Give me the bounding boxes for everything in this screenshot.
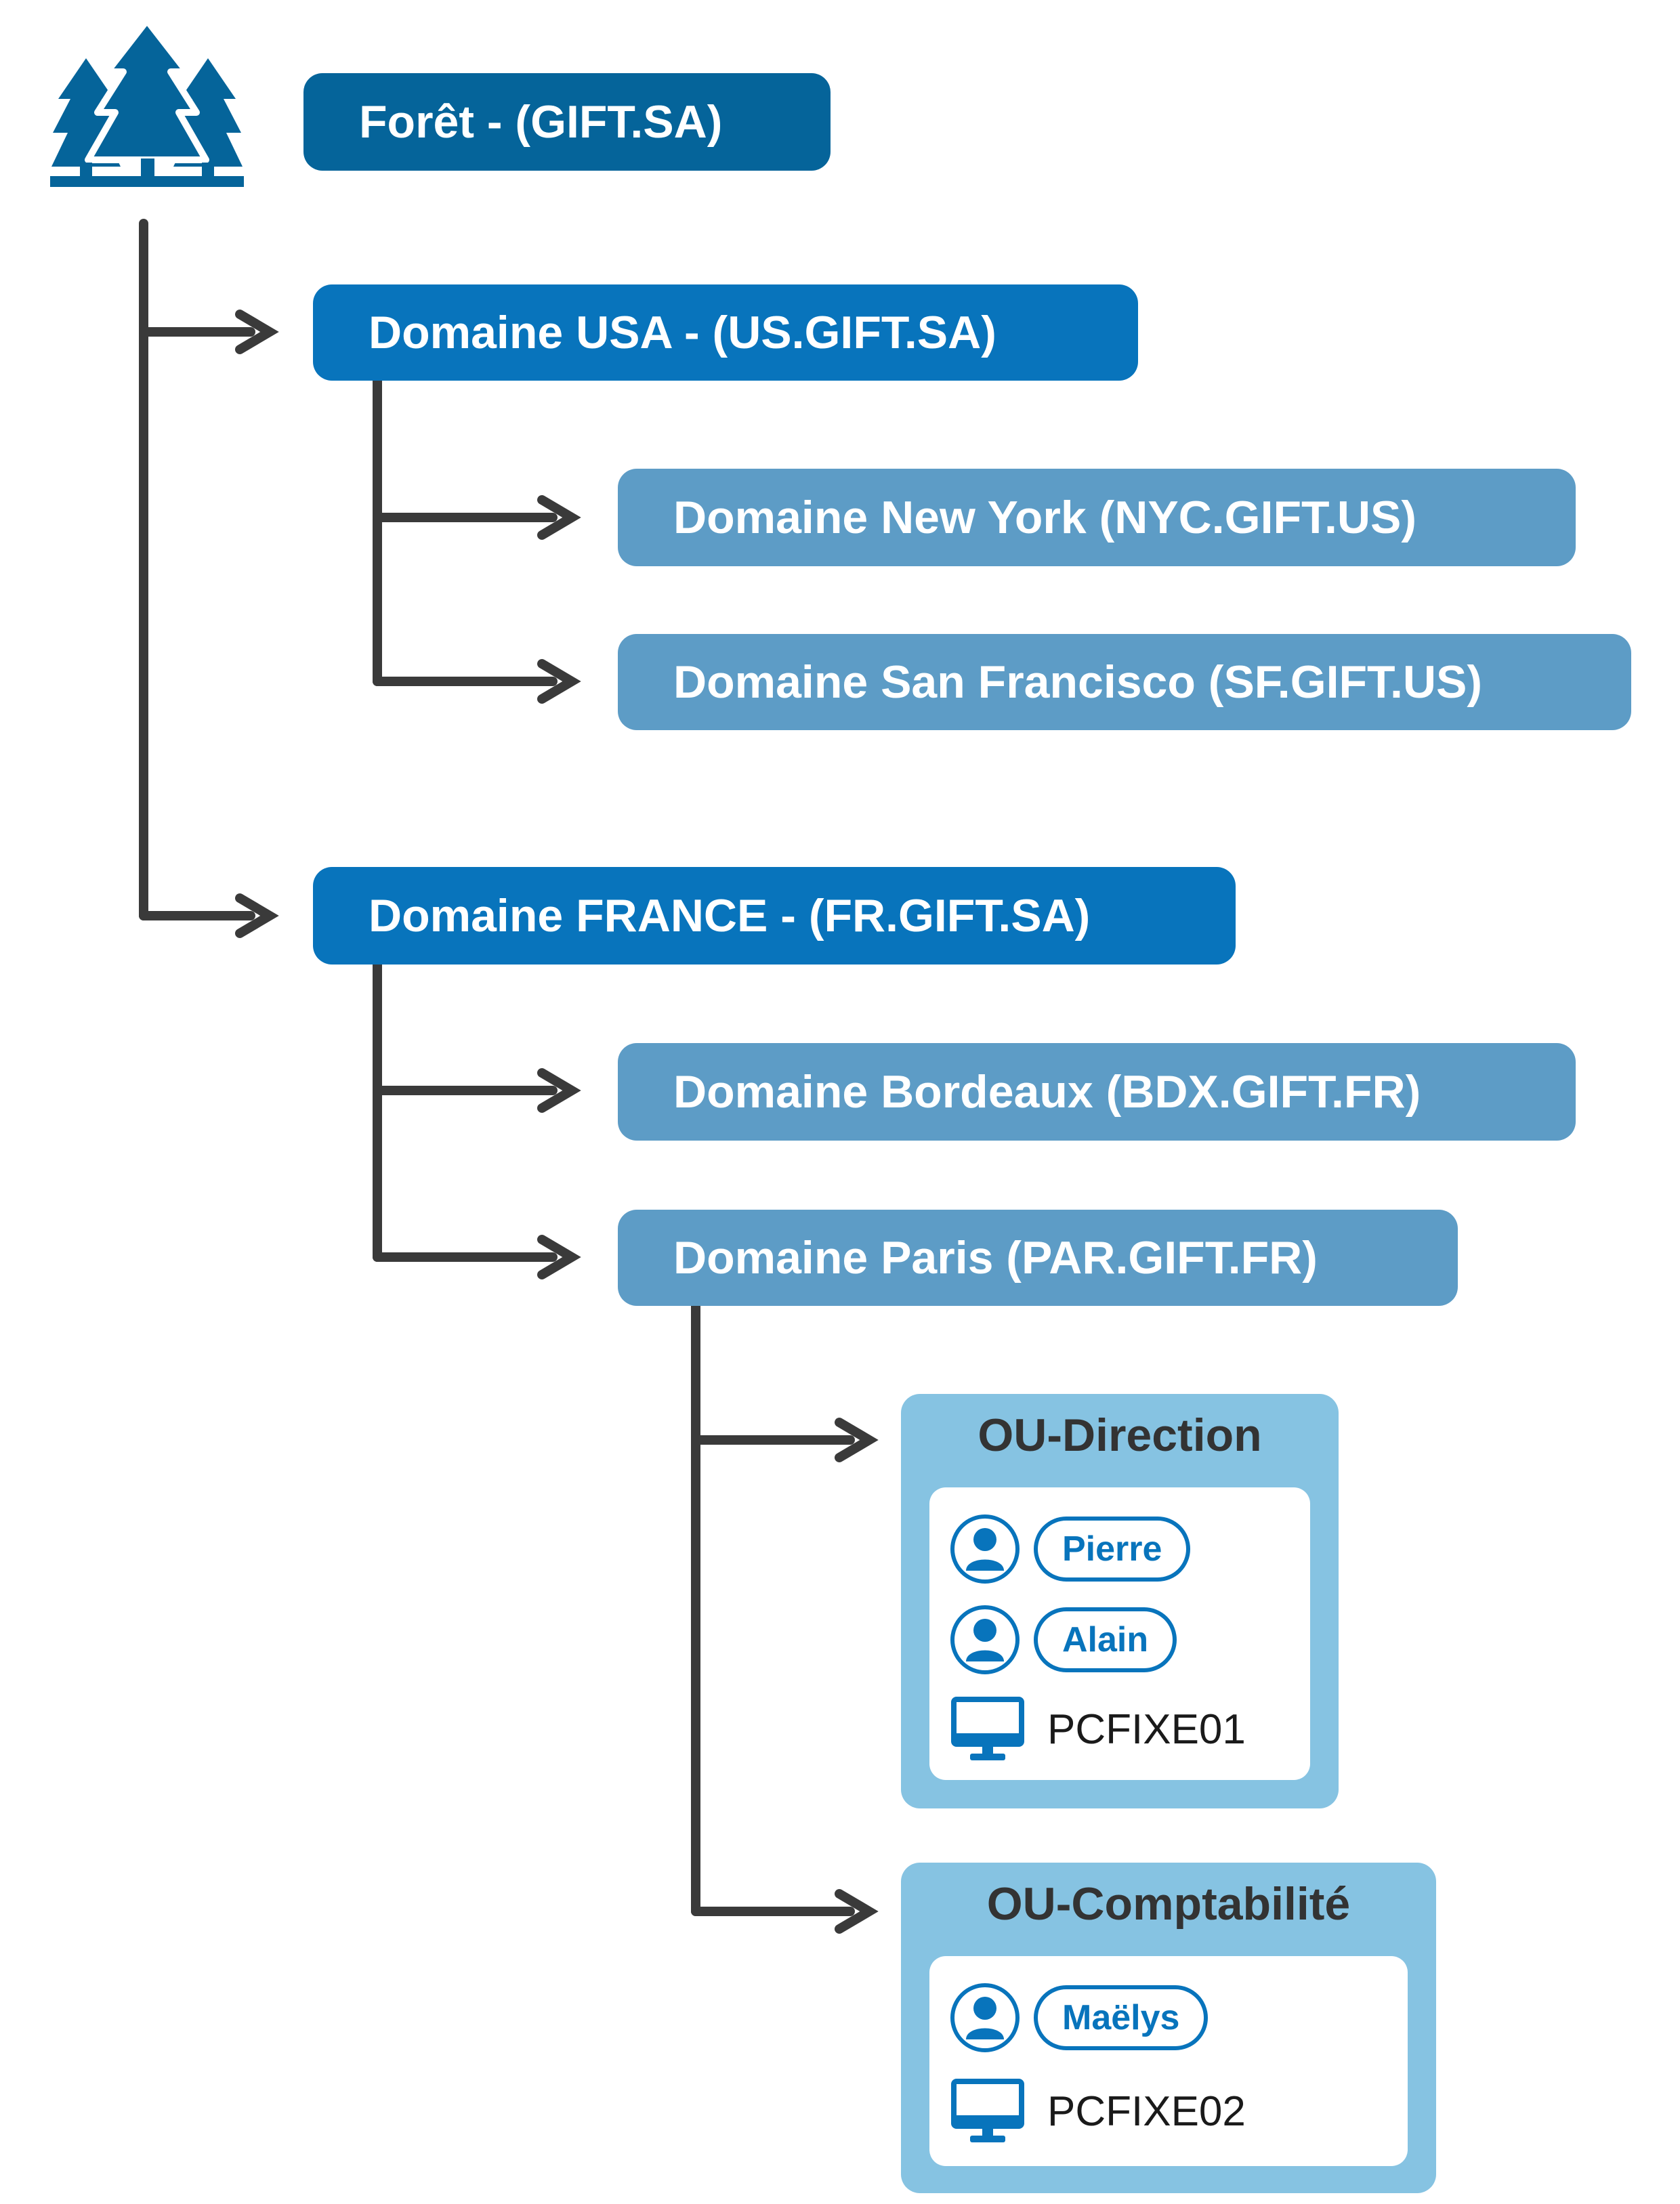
domain-san-francisco-node: Domaine San Francisco (SF.GIFT.US) [618, 634, 1631, 730]
ou-computer-entry: PCFIXE01 [950, 1692, 1246, 1766]
arrowhead [537, 1068, 581, 1113]
computer-icon [951, 1697, 1024, 1760]
arrowhead [835, 1418, 879, 1462]
user-name: Alain [1062, 1620, 1149, 1659]
user-icon [950, 1514, 1020, 1584]
ou-direction-node: OU-Direction Pierre Alain [901, 1394, 1339, 1808]
domain-france-label: Domaine FRANCE - (FR.GIFT.SA) [369, 890, 1091, 941]
computer-name: PCFIXE01 [1047, 1705, 1246, 1753]
domain-bordeaux-node: Domaine Bordeaux (BDX.GIFT.FR) [618, 1043, 1576, 1141]
forest-label: Forêt - (GIFT.SA) [359, 96, 723, 148]
domain-paris-node: Domaine Paris (PAR.GIFT.FR) [618, 1210, 1458, 1306]
user-pill: Pierre [1034, 1517, 1191, 1582]
forest-node: Forêt - (GIFT.SA) [303, 73, 831, 171]
ou-computer-entry: PCFIXE02 [950, 2074, 1246, 2148]
domain-usa-label: Domaine USA - (US.GIFT.SA) [369, 307, 996, 358]
arrowhead [835, 1889, 879, 1934]
forest-icon [50, 19, 244, 187]
domain-new-york-node: Domaine New York (NYC.GIFT.US) [618, 469, 1576, 566]
arrowhead [235, 893, 279, 938]
user-name: Pierre [1062, 1529, 1162, 1569]
domain-paris-label: Domaine Paris (PAR.GIFT.FR) [673, 1232, 1318, 1284]
domain-bordeaux-label: Domaine Bordeaux (BDX.GIFT.FR) [673, 1066, 1421, 1118]
ou-comptabilite-node: OU-Comptabilité Maëlys PCFIXE02 [901, 1863, 1436, 2193]
user-name: Maëlys [1062, 1998, 1180, 2037]
ou-direction-members: Pierre Alain PCFIXE01 [929, 1487, 1310, 1780]
computer-icon [951, 2079, 1024, 2142]
user-icon [950, 1983, 1020, 2052]
domain-usa-node: Domaine USA - (US.GIFT.SA) [313, 284, 1138, 381]
domain-france-node: Domaine FRANCE - (FR.GIFT.SA) [313, 867, 1236, 965]
arrowhead [235, 310, 279, 354]
user-icon [950, 1605, 1020, 1674]
ou-comptabilite-members: Maëlys PCFIXE02 [929, 1956, 1408, 2166]
arrowhead [537, 1235, 581, 1279]
computer-name: PCFIXE02 [1047, 2088, 1246, 2135]
ou-user-entry: Alain [950, 1603, 1177, 1677]
domain-new-york-label: Domaine New York (NYC.GIFT.US) [673, 492, 1416, 543]
ou-comptabilite-title: OU-Comptabilité [986, 1878, 1351, 1930]
arrowhead [537, 659, 581, 704]
ou-user-entry: Pierre [950, 1512, 1191, 1586]
user-pill: Maëlys [1034, 1985, 1209, 2050]
user-pill: Alain [1034, 1607, 1177, 1672]
ou-direction-title: OU-Direction [978, 1410, 1262, 1461]
ou-user-entry: Maëlys [950, 1980, 1209, 2055]
domain-san-francisco-label: Domaine San Francisco (SF.GIFT.US) [673, 656, 1483, 708]
arrowhead [537, 495, 581, 540]
